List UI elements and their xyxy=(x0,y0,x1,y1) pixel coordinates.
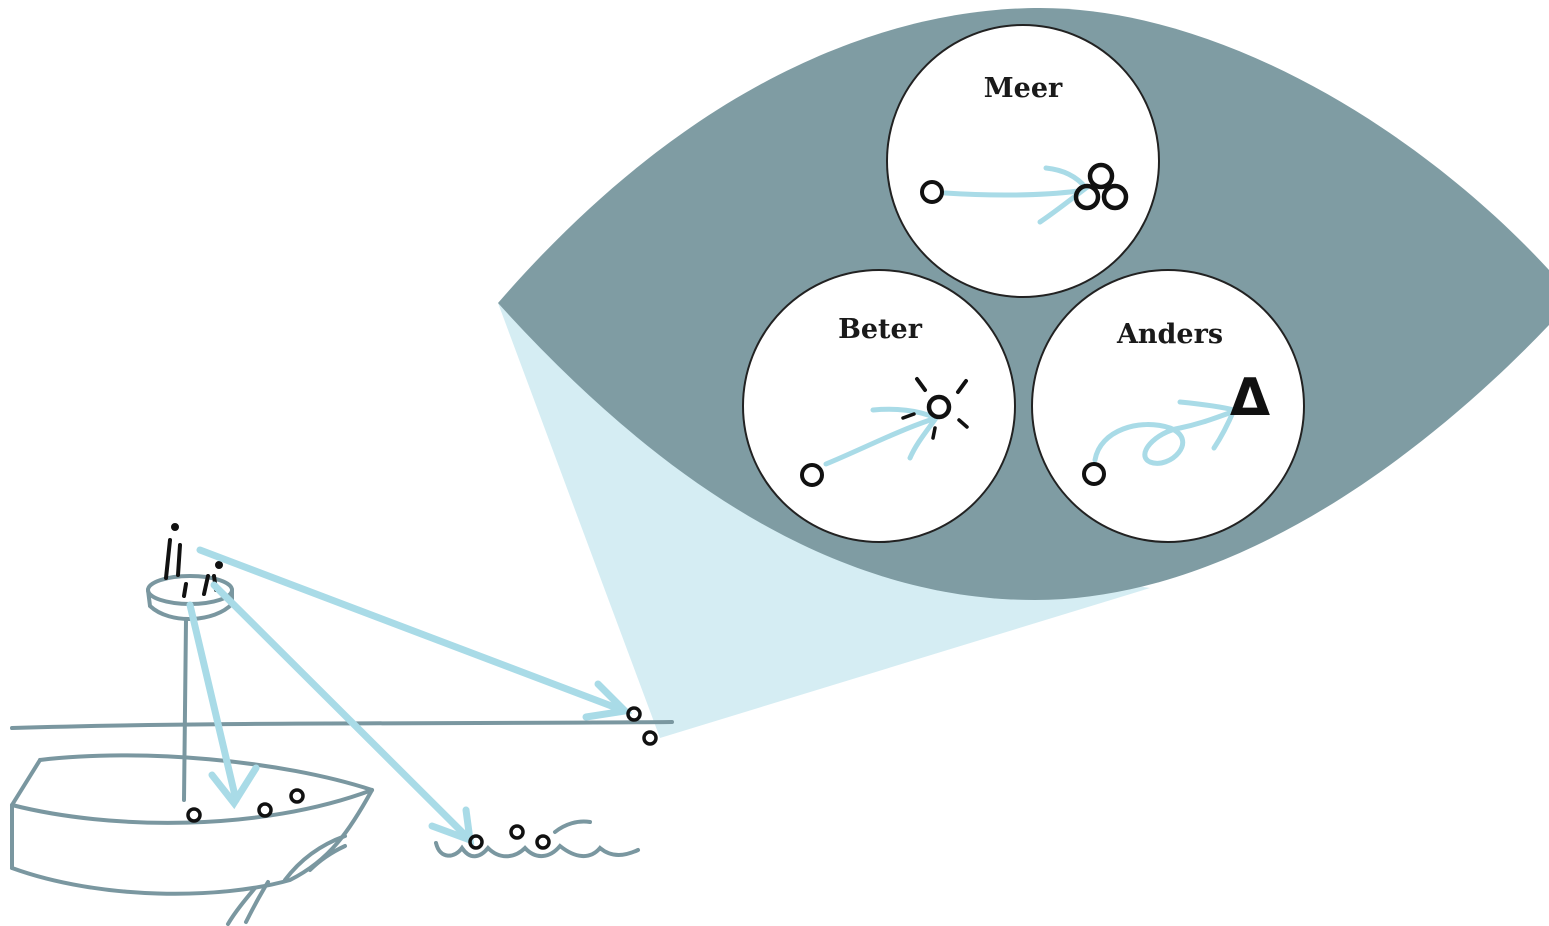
anders-icon xyxy=(1082,399,1238,486)
lookout-arrows xyxy=(186,546,633,846)
boat-sketch xyxy=(10,753,374,926)
horizon-line xyxy=(10,720,674,730)
label-beter: Beter xyxy=(838,314,922,345)
circle-beter xyxy=(742,269,1016,543)
label-anders: Anders xyxy=(1116,319,1224,350)
boat-dots xyxy=(186,788,305,823)
meer-icon xyxy=(920,162,1129,225)
horizon-dots xyxy=(626,706,658,746)
swimmers xyxy=(434,819,640,859)
delta-symbol: Δ xyxy=(1229,368,1271,428)
label-meer: Meer xyxy=(983,73,1063,104)
circle-anders xyxy=(1031,269,1305,543)
beter-icon xyxy=(800,377,969,487)
circle-meer xyxy=(886,24,1160,298)
